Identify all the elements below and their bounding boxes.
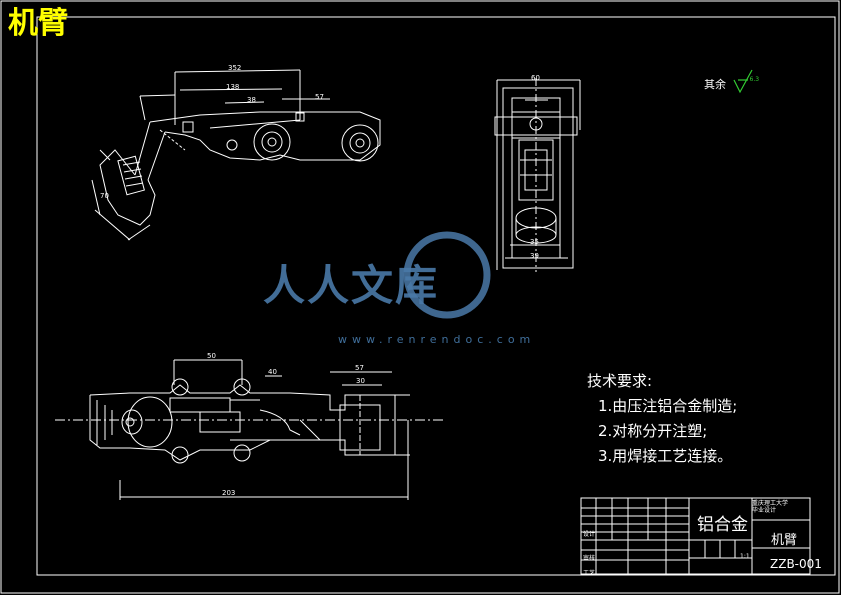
dim-label: 39 [530,252,539,260]
dim-label: 38 [247,96,256,104]
dim-label: 30 [356,377,365,385]
title-block-checker-label: 审核 [583,555,596,562]
title-block-drawing-number: ZZB-001 [770,557,822,571]
dim-label: 138 [226,83,240,91]
org-line-2: 毕业设计 [752,507,777,514]
title-block-part-name: 机臂 [771,533,798,548]
watermark-logo [403,231,491,319]
top-left-view [91,69,381,241]
title-block-material: 铝合金 [697,515,748,535]
surface-roughness-note: 其余 6.3 [704,76,759,92]
dim-label: 57 [355,364,364,372]
tech-requirement-item: 2.对称分开注塑; [598,422,708,440]
surface-note-text: 其余 [704,78,726,91]
title-block-designer-label: 设计 [583,531,596,538]
top-right-view [494,78,581,272]
title-block-scale: 1:1 [740,553,750,560]
org-line-1: 重庆理工大学 [752,500,789,507]
roughness-value: 6.3 [749,76,760,83]
dim-label: 203 [222,489,236,497]
dim-label: 57 [315,93,324,101]
dim-label: 352 [228,64,242,72]
roughness-symbol [733,69,753,94]
tech-requirement-item: 3.用焊接工艺连接。 [598,447,733,465]
corner-title: 机臂 [8,6,68,41]
inner-frame [36,16,836,576]
dim-label: 50 [207,352,216,360]
title-block [580,497,811,575]
bottom-view [55,359,445,500]
title-block-approver-label: 工艺 [583,570,596,577]
watermark-text: 人人文库 [263,261,440,310]
dim-label: 70 [100,192,109,200]
title-block-organization: 重庆理工大学 毕业设计 [752,500,788,514]
dim-label: 40 [268,368,277,376]
dim-label: 35 [530,238,539,246]
watermark-url: www.renrendoc.com [338,333,536,346]
tech-requirements-title: 技术要求: [587,372,653,390]
tech-requirement-item: 1.由压注铝合金制造; [598,397,738,415]
dim-label: 60 [531,74,540,82]
